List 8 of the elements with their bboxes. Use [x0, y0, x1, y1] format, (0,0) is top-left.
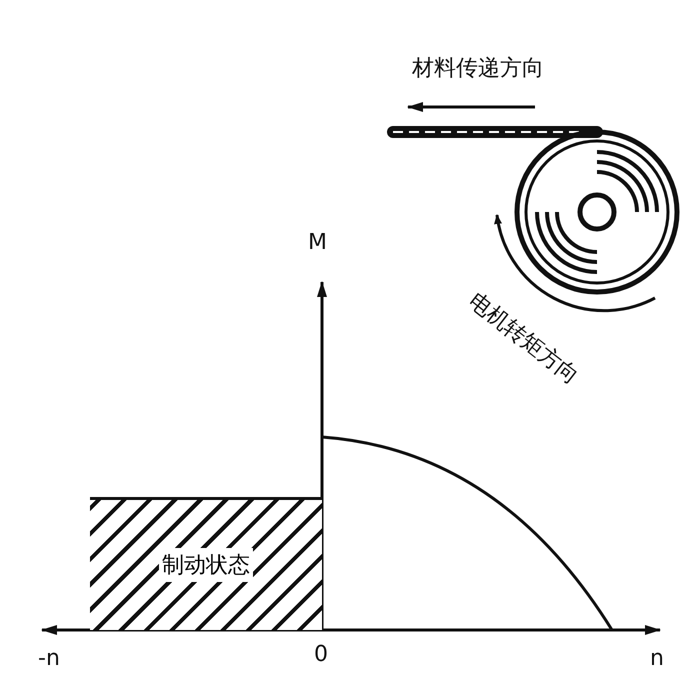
direction-label: 材料传递方向 — [412, 58, 544, 80]
axis-label: n — [650, 648, 664, 670]
hatched-region — [90, 497, 322, 630]
tick-label: 0 — [314, 644, 328, 666]
region-label: 制动状态 — [159, 548, 253, 582]
axis-label: -n — [38, 648, 60, 670]
axis-label: M — [308, 232, 327, 254]
direction-label: 电机转矩方向 — [464, 290, 582, 389]
